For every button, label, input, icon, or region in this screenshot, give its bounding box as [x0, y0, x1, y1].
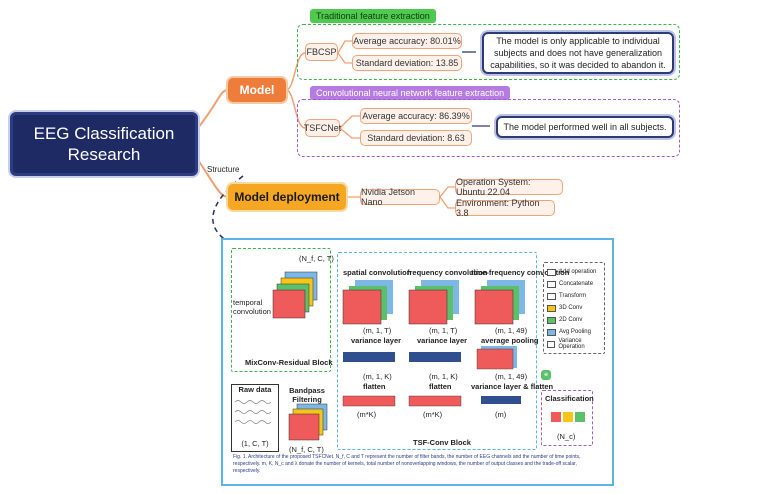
- row3-label-b: flatten: [429, 382, 452, 391]
- row3-label-c: variance layer & flatten: [471, 382, 554, 391]
- fbcsp-accuracy: Average accuracy: 80.01%: [352, 33, 462, 49]
- cnn-group: [297, 99, 680, 157]
- mixconv-block: [231, 248, 331, 372]
- fbcsp-std: Standard deviation: 13.85: [352, 55, 462, 71]
- raw-signal-traces: [234, 400, 272, 424]
- legend-item: 2D Conv: [547, 314, 605, 326]
- legend-label: Transform: [559, 293, 587, 299]
- bandpass-stack: [288, 403, 328, 441]
- row3-flat-bars: [342, 395, 521, 407]
- mixconv-label: MixConv-Residual Block: [245, 358, 333, 367]
- col-title-frequency: frequency convolution: [407, 268, 488, 277]
- shape-row3-a: (m*K): [357, 410, 377, 419]
- shape-row3-b: (m*K): [423, 410, 443, 419]
- legend-item: Avg Pooling: [547, 326, 605, 338]
- legend-item: Variance Operation: [547, 338, 605, 350]
- mixconv-shape: (N_f, C, T): [299, 254, 334, 263]
- tsfcnet-std: Standard deviation: 8.63: [360, 130, 472, 146]
- root-title-line2: Research: [67, 145, 141, 164]
- legend-swatch: [547, 280, 556, 288]
- legend-swatch: [547, 316, 556, 324]
- traditional-tag: Traditional feature extraction: [310, 9, 436, 23]
- shape-row1-b: (m, 1, T): [429, 326, 458, 335]
- legend-label: Add operation: [559, 269, 597, 275]
- shape-row1-a: (m, 1, T): [363, 326, 392, 335]
- shape-row2-c: (m, 1, 49): [495, 372, 528, 381]
- legend-label: Concatenate: [559, 281, 594, 287]
- legend-swatch: [547, 328, 556, 336]
- row2-bars: [343, 346, 517, 370]
- shape-row2-b: (m, 1, K): [429, 372, 458, 381]
- cls-shape: (N_c): [557, 432, 576, 441]
- legend-item: Add operation: [547, 266, 605, 278]
- fbcsp-node: FBCSP: [305, 43, 338, 61]
- legend-label: 3D Conv: [559, 305, 583, 311]
- row2-label-b: variance layer: [417, 336, 468, 345]
- legend-swatch: [547, 292, 556, 300]
- tsfcnet-note: The model performed well in all subjects…: [496, 116, 674, 138]
- tsfcnet-node: TSFCNet: [304, 119, 341, 137]
- raw-shape: (1, C, T): [241, 439, 269, 448]
- os-node: Operation System: Ubuntu 22.04: [455, 177, 563, 197]
- fbcsp-note: The model is only applicable to individu…: [482, 32, 674, 74]
- root-title-line1: EEG Classification: [33, 124, 175, 143]
- bandpass-label: Bandpass Filtering: [289, 386, 325, 404]
- legend-swatch: [547, 268, 556, 276]
- shape-row2-a: (m, 1, K): [363, 372, 392, 381]
- tsfcnet-accuracy: Average accuracy: 86.39%: [360, 108, 472, 124]
- tsf-conv-block: [337, 252, 537, 450]
- structure-label: Structure: [207, 165, 240, 174]
- legend-item: 3D Conv: [547, 302, 605, 314]
- shape-row1-c: (m, 1, 49): [495, 326, 528, 335]
- tsf-label: TSF-Conv Block: [413, 438, 471, 447]
- root-node: EEG Classification Research: [10, 112, 198, 176]
- tsf-conv-stacks: [342, 280, 525, 325]
- row3-label-a: flatten: [363, 382, 386, 391]
- col-title-timefreq: time-frequency convolution: [471, 268, 570, 277]
- architecture-figure: (N_f, C, T) temporal convolution MixConv…: [221, 238, 614, 486]
- model-branch: Model: [228, 78, 286, 102]
- concat-output: ⊕: [541, 370, 552, 380]
- raw-data-box: Raw data (1, C, T): [231, 384, 279, 452]
- legend-swatch: [547, 304, 556, 312]
- env-node: Environment: Python 3.8: [455, 198, 555, 218]
- temporal-conv-stack: [272, 271, 318, 319]
- traditional-group: [297, 24, 680, 80]
- jetson-node: Nvidia Jetson Nano: [360, 187, 440, 207]
- bandpass-shape: (N_f, C, T): [289, 445, 324, 454]
- raw-label: Raw data: [238, 385, 272, 394]
- row2-label-c: average pooling: [481, 336, 539, 345]
- cnn-tag: Convolutional neural network feature ext…: [310, 86, 511, 100]
- legend-item: Transform: [547, 290, 605, 302]
- legend-label: Avg Pooling: [559, 329, 591, 335]
- classification-label: Classification: [545, 394, 594, 403]
- classification-cubes: [551, 412, 585, 422]
- row2-label-a: variance layer: [351, 336, 402, 345]
- legend-label: Variance Operation: [558, 338, 585, 350]
- shape-row3-c: (m): [495, 410, 507, 419]
- deployment-branch: Model deployment: [228, 184, 346, 210]
- legend-label: 2D Conv: [559, 317, 583, 323]
- legend-item: Concatenate: [547, 278, 605, 290]
- legend-box: [543, 262, 605, 354]
- legend-swatch: [547, 340, 556, 348]
- figure-caption: Fig. 1. Architecture of the proposed TSF…: [233, 454, 581, 474]
- temporal-label: temporal convolution: [233, 298, 271, 316]
- classification-block: [541, 390, 593, 446]
- col-title-spatial: spatial convolution: [343, 268, 412, 277]
